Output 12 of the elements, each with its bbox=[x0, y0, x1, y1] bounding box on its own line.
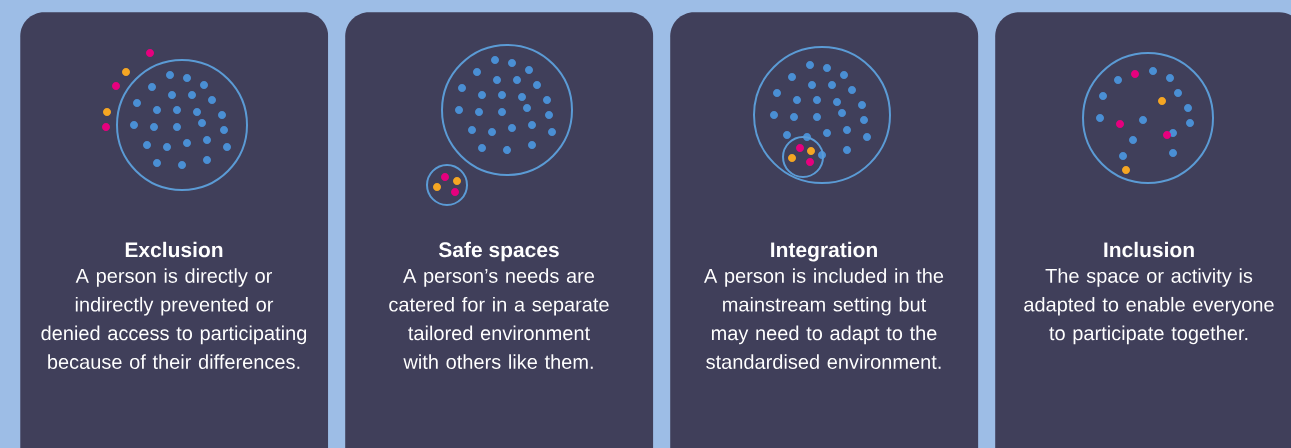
card bbox=[20, 12, 329, 448]
card-description: A person is directly or indirectly prevented or denied access to participating because of their differences. bbox=[41, 268, 307, 369]
card bbox=[670, 12, 979, 448]
card-description: A person is included in the mainstream setting but may need to adapt to the standardised environment. bbox=[703, 268, 944, 369]
card-title: Inclusion bbox=[1104, 241, 1194, 258]
card-title: Safe spaces bbox=[438, 241, 559, 262]
card-title: Exclusion bbox=[125, 241, 223, 258]
card-title: Integration bbox=[771, 241, 877, 262]
card-description: A person’s needs are catered for in a separate tailored environment with others like them. bbox=[389, 268, 609, 369]
card bbox=[345, 12, 654, 448]
card bbox=[995, 12, 1291, 448]
card-description: The space or activity is adapted to enable everyone to participate together. bbox=[1024, 268, 1274, 345]
